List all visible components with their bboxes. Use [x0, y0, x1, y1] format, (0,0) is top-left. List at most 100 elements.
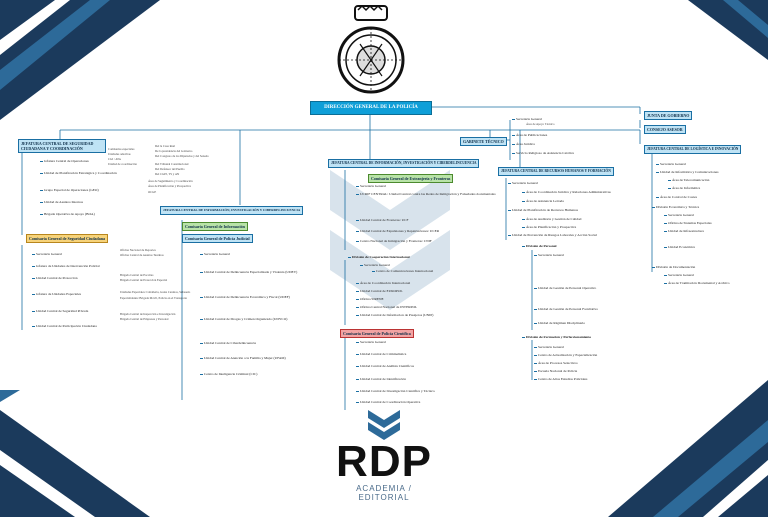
brand-chevron-icon [368, 410, 400, 440]
logistica-item: Secretaría General [664, 273, 694, 277]
jefatura-seguridad-title: JEFATURA CENTRAL DE SEGURIDAD CIUDADANA … [21, 141, 94, 151]
jefatura-seg-side2: Área de Seguimiento y Coordinación [148, 179, 193, 183]
formacion-item: Secretaría General [534, 345, 564, 349]
gabinete-tecnico: GABINETE TÉCNICO [460, 137, 507, 146]
gabinete-item: Área de Publicaciones [512, 133, 547, 137]
comisaria-seg-item: Unidad Central de Protección [32, 276, 78, 280]
logistica-item: División de Documentación [652, 265, 695, 269]
extranjeria-item: Secretaría General [356, 184, 386, 188]
jefatura-seg-item: Grupo Especial de Operaciones (GEO) [40, 188, 99, 192]
pj-item: Unidad Central de Atención a la Familia … [200, 356, 286, 360]
logistica-item: Secretaría General [656, 162, 686, 166]
rrhh-item: Área de Auditoría y Gestión de Calidad [522, 217, 581, 221]
logistica-item: Unidad Económica [664, 245, 695, 249]
jefatura-seg-item: Unidad de Asuntos Internos [40, 200, 83, 204]
corner-decoration-top-right [688, 0, 768, 60]
personal-item: Unidad de Gestión de Personal Facultativ… [534, 307, 598, 311]
extranjeria-item: Centro Nacional de Inmigración y Fronter… [356, 239, 432, 243]
comisaria-seg-item: Jefatura de Unidades Especiales [32, 292, 81, 296]
comisaria-seg-sub: Oficina Central de Asuntos Taurinos [120, 253, 164, 257]
jefatura-seg-item: Unidad de Planificación Estratégica y Co… [40, 171, 117, 175]
pj-item: Unidad Central de Ciberdelincuencia [200, 341, 256, 345]
gabinete-item: Servicio Religioso de Asistencia Católic… [512, 151, 574, 155]
pj-item: Centro de Inteligencia Criminal (CIC) [200, 372, 257, 376]
jefatura-seg-side2: De la presidencia del Gobierno [155, 149, 193, 153]
formacion-item: Centro de Actualización y Especializació… [534, 353, 597, 357]
gabinete-sub: Área de Apoyo Técnico [526, 122, 555, 126]
logistica-item: Área de Informática [668, 186, 700, 190]
comisaria-seg-item: Unidad Central de Participación Ciudadan… [32, 324, 97, 328]
rrhh-item: Secretaría General [508, 181, 538, 185]
rrhh-item: Unidad de Planificación de Recursos Huma… [508, 208, 578, 212]
jefatura-seguridad-ciudadana: JEFATURA CENTRAL DE SEGURIDAD CIUDADANA … [18, 139, 106, 153]
comisaria-extranjeria: Comisaría General de Extranjería y Front… [368, 174, 454, 183]
cientifica-item: Unidad Central de Coordinación Operativa [356, 400, 420, 404]
cientifica-item: Unidad Central de Identificación [356, 377, 406, 381]
comisaria-policia-judicial: Comisaría General de Policía Judicial [182, 234, 253, 243]
consejo-asesor: CONSEJO ASESOR [644, 125, 686, 134]
personal-item: Secretaría General [534, 253, 564, 257]
comisaria-seg-sub: Brigada Central de Inspección e Investig… [120, 312, 176, 316]
comisaria-cientifica: Comisaría General de Policía Científica [340, 329, 414, 338]
coop-item: Oficina Central Nacional de INTERPOL [356, 305, 417, 309]
comisaria-seg-item: Unidad Central de Seguridad Privada [32, 309, 88, 313]
logistica-item: Secretaría General [664, 213, 694, 217]
comisaria-seguridad-ciudadana: Comisaría General de Seguridad Ciudadana [26, 234, 109, 243]
comisaria-seg-sub: Unidades Especiales: Caballería, Guías C… [120, 290, 191, 294]
pj-item: Unidad Central de Drogas y Crimen Organi… [200, 317, 287, 321]
formacion-item: Área de Procesos Selectivos [534, 361, 578, 365]
brand-subtitle: ACADEMIA / EDITORIAL [356, 484, 412, 502]
cientifica-item: Unidad Central de Criminalística [356, 352, 406, 356]
corner-decoration-bottom-right [608, 380, 768, 517]
rrhh-item: Unidad de Prevención de Riesgos Laborale… [508, 233, 597, 237]
jefatura-seg-side2: OCGE [148, 190, 157, 194]
coop-item: Centro de Comunicaciones Internacional [372, 269, 433, 273]
pj-item: Secretaría General [200, 252, 230, 256]
coop-item: Unidad Central de Informacion de Pasajer… [356, 313, 433, 317]
coop-item: Unidad Central de EUROPOL [356, 289, 403, 293]
logistica-item: Área de Control de Costes [656, 195, 697, 199]
comisaria-seg-item: Secretaría General [32, 252, 62, 256]
cientifica-item: Unidad Central de Análisis Científicos [356, 364, 414, 368]
pj-item: Unidad Central de Delincuencia Económica… [200, 295, 290, 299]
jefatura-seg-side: CGI / ATA [108, 157, 121, 161]
logistica-item: Área de Tramitación Documental y Archivo [664, 281, 730, 285]
coop-item: Área de Coordinación Internacional [356, 281, 410, 285]
jefatura-seg-side2: Área de Planificación y Prospectiva [148, 184, 191, 188]
gabinete-item: Secretaría General [512, 117, 542, 121]
jefatura-rrhh: JEFATURA CENTRAL DE RECURSOS HUMANOS Y F… [498, 167, 614, 176]
logistica-item: Unidad de Informática y Comunicaciones [656, 170, 719, 174]
jefatura-seg-side2: Del CGPJ, TS y AN [155, 172, 180, 176]
extranjeria-item: Unidad Central de Fronteras: UCF [356, 218, 408, 222]
junta-gobierno: JUNTA DE GOBIERNO [644, 111, 693, 120]
cientifica-item: Secretaría General [356, 340, 386, 344]
jefatura-informacion: JEFATURA CENTRAL DE INFORMACIÓN, INVESTI… [160, 206, 304, 215]
comisaria-seg-sub: Brigada Central de Protección Especial [120, 278, 168, 282]
comisaria-seg-sub: Brigada Central de Escoltas [120, 273, 154, 277]
comisaria-informacion: Comisaría General de Información [182, 222, 248, 231]
division-personal: División de Personal [522, 244, 557, 248]
logistica-item: Unidad de Infraestructura [664, 229, 704, 233]
extranjeria-item: UCRIF CENTRAL: Unidad Central contra las… [356, 192, 496, 196]
jefatura-seg-side2: Del Tribunal Constitucional [155, 162, 189, 166]
corner-decoration-top-left [0, 0, 160, 120]
rrhh-item: Área de Planificación y Prospectiva [522, 225, 576, 229]
gabinete-item: Área Jurídica [512, 142, 535, 146]
comisaria-seg-sub: Oficina Nacional de Deportes [120, 248, 156, 252]
jefatura-seg-side2: Del la Casa Real [155, 144, 176, 148]
jefatura-seg-side2: Del Defensor del Pueblo [155, 167, 185, 171]
logistica-item: Área de Telecomunicación [668, 178, 709, 182]
rrhh-item: Área de Coordinación Jurídica y Relacion… [522, 190, 611, 194]
jefatura-seg-item: Jefatura Central de Operaciones [40, 159, 89, 163]
jefatura-seg-item: Brigada Operativa de Apoyo (BOA) [40, 212, 95, 216]
jefatura-seg-side: Unidades adscritas [108, 152, 131, 156]
coop-item: Secretaría General [360, 263, 390, 267]
division-formacion: División de Formación y Perfeccionamient… [522, 335, 591, 339]
formacion-item: Escuela Nacional de Policía [534, 369, 577, 373]
logistica-item: Oficina de Sistemas Especiales [664, 221, 712, 225]
comisaria-seg-item: Jefatura de Unidades de Intervención Pol… [32, 264, 100, 268]
jefatura-seg-side: Unidad de coordinación [108, 162, 137, 166]
personal-item: Unidad de Régimen Disciplinario [534, 321, 585, 325]
jefatura-logistica: JEFATURA CENTRAL DE LOGÍSTICA E INNOVACI… [644, 145, 742, 154]
